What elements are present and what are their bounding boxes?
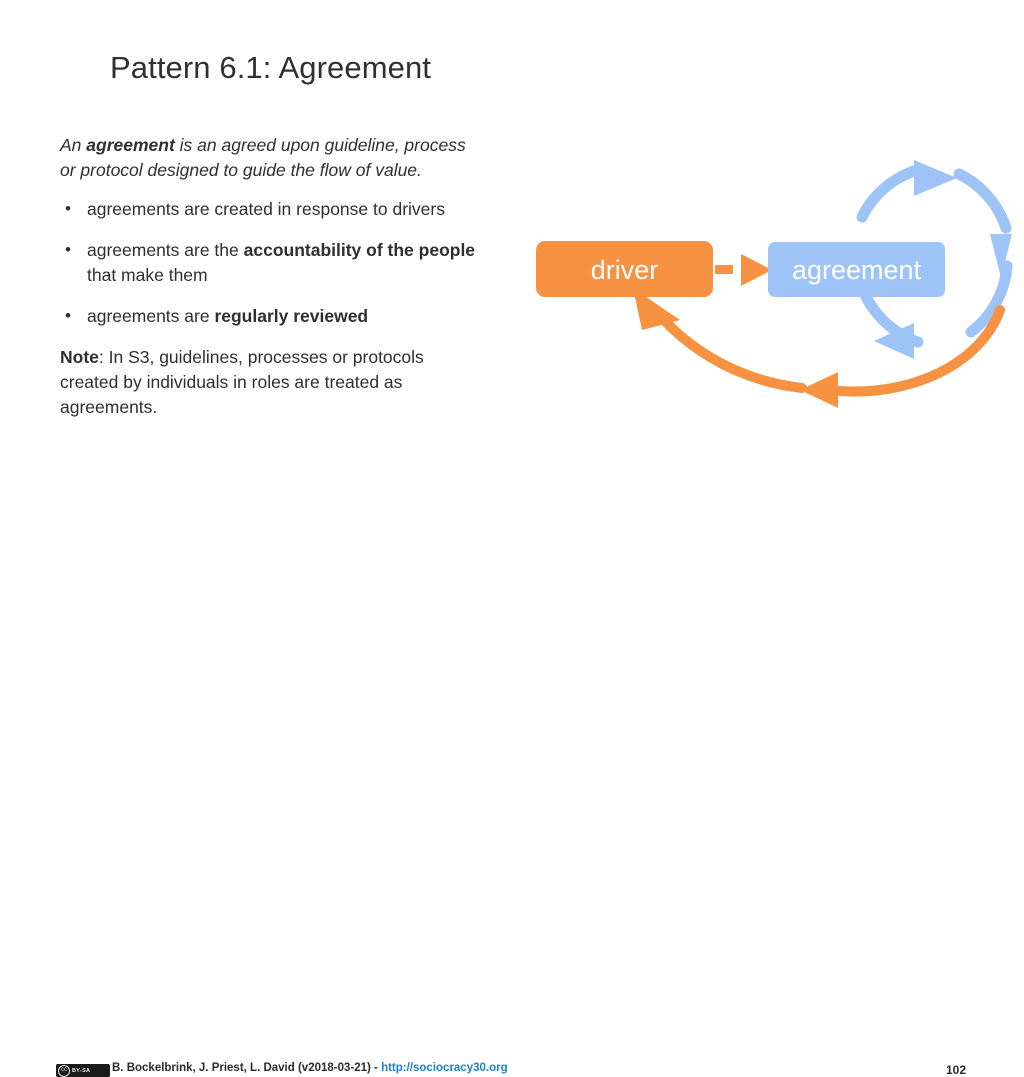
node-driver-label: driver [591,255,659,285]
footer: cc BY-SA B. Bockelbrink, J. Priest, L. D… [0,529,1024,1077]
blue-circular-loop-icon [853,160,1013,359]
agreement-cycle-diagram: driver agreement [510,150,1024,420]
footer-credit-text: B. Bockelbrink, J. Priest, L. David (v20… [112,1062,382,1074]
bullet-text-bold: regularly reviewed [214,306,369,326]
definition-lead: An [60,135,87,155]
footer-credit: B. Bockelbrink, J. Priest, L. David (v20… [112,1062,508,1074]
loop-arrowhead-top-icon [914,160,957,196]
bullet-list: agreements are created in response to dr… [60,196,485,329]
definition-paragraph: An agreement is an agreed upon guideline… [60,133,485,183]
list-item: agreements are regularly reviewed [60,303,485,329]
page-title: Pattern 6.1: Agreement [110,50,432,85]
definition-term: agreement [86,135,175,155]
list-item: agreements are the accountability of the… [60,237,485,288]
bullet-text-post: that make them [87,265,208,285]
cc-terms-label: BY-SA [72,1067,91,1074]
cc-glyph: cc [58,1064,70,1077]
feedback-arrowhead-mid-icon [800,372,838,408]
content-column: An agreement is an agreed upon guideline… [60,133,485,420]
loop-arrowhead-bottom-icon [874,323,914,359]
footer-link[interactable]: http://sociocracy30.org [381,1062,508,1074]
driver-to-agreement-arrow-icon [715,254,772,286]
bullet-text-pre: agreements are [87,306,215,326]
orange-feedback-arrow-icon [618,273,1005,408]
bullet-text-pre: agreements are the [87,240,244,260]
note-label: Note [60,347,99,367]
creative-commons-badge-icon[interactable]: cc BY-SA [56,1064,110,1077]
bullet-text-pre: agreements are created in response to dr… [87,199,445,219]
note-text: : In S3, guidelines, processes or protoc… [60,347,424,417]
note-paragraph: Note: In S3, guidelines, processes or pr… [60,345,485,420]
loop-arrowhead-right-icon [990,234,1012,278]
node-driver[interactable]: driver [536,241,713,297]
definition-rest: is an agreed upon guideline, process or … [60,135,466,180]
node-agreement-label: agreement [792,255,922,285]
list-item: agreements are created in response to dr… [60,196,485,222]
node-agreement[interactable]: agreement [768,242,945,297]
bullet-text-bold: accountability of the people [243,240,476,260]
page-number: 102 [945,1063,966,1077]
feedback-arrowhead-end-icon [633,288,680,330]
slide: Pattern 6.1: Agreement An agreement is a… [0,0,1024,576]
